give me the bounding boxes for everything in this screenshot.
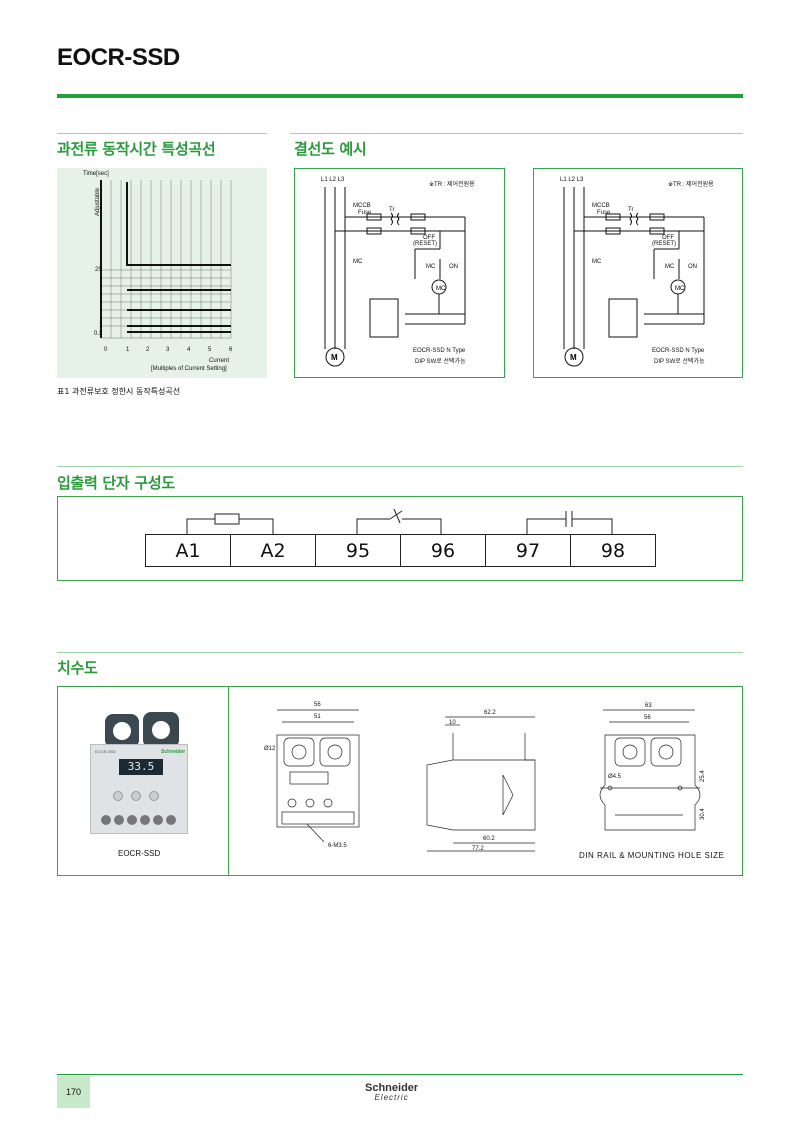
section-rule: [57, 652, 743, 653]
curve-caption: 표1 과전류보호 정한시 동작특성곡선: [57, 387, 181, 396]
wiring-reset: (RESET): [413, 241, 437, 247]
dial-icon: [149, 791, 159, 801]
brand-sub: Electric: [374, 1093, 409, 1102]
rail-h1: 25.4: [700, 770, 706, 782]
wiring-reset: (RESET): [652, 241, 676, 247]
terminal-strip: A1 A2 95 96 97 98: [145, 534, 656, 567]
wiring-mc-contact: MC: [665, 264, 675, 270]
dial-icon: [131, 791, 141, 801]
rail-view-drawing: [599, 709, 701, 831]
dial-icon: [113, 791, 123, 801]
side-view-drawing: [426, 716, 536, 852]
wiring-tr: Tr: [628, 207, 634, 213]
wiring-on: ON: [449, 264, 458, 270]
wiring-schematic: MC M: [563, 187, 705, 367]
front-view-drawing: [276, 709, 360, 843]
product-body: EOCR-SSD Schneider 33.5: [90, 744, 188, 834]
terminal-95: 95: [316, 535, 401, 566]
terminal-98: 98: [600, 539, 626, 562]
side-b2: 77.2: [472, 846, 484, 852]
wiring-tr: Tr: [389, 207, 395, 213]
footer-rule: [57, 1074, 743, 1075]
wiring-dip: DIP SW로 선택가능: [654, 359, 705, 365]
terminal-screws: [101, 815, 181, 829]
section-rule: [57, 466, 743, 467]
wiring-heading: 결선도 예시: [294, 140, 367, 158]
wiring-type: EOCR-SSD N Type: [652, 348, 705, 354]
section-rule: [57, 133, 267, 134]
terminal-a1: A1: [146, 535, 231, 566]
wiring-fuse: Fuse: [597, 210, 611, 216]
product-brand: Schneider: [161, 749, 186, 755]
front-screw: 6-M3.5: [328, 843, 347, 849]
wiring-type: EOCR-SSD N Type: [413, 348, 466, 354]
wiring-off: OFF: [662, 235, 674, 241]
side-w1: 62.2: [484, 710, 496, 716]
wiring-lines: L1 L2 L3: [321, 177, 345, 183]
curve-x-tick: 1: [126, 347, 130, 353]
wiring-mccb: MCCB: [592, 203, 610, 209]
terminal-97: 97: [486, 535, 571, 566]
brand-name: Schneider: [365, 1082, 419, 1094]
curve-chart: [100, 180, 232, 339]
wiring-fuse: Fuse: [358, 210, 372, 216]
rail-w2: 56: [644, 715, 651, 721]
curve-y-tick: 0.3: [94, 331, 103, 337]
wiring-diagram-2: L1 L2 L3 ※TR : 제어전원용 MCCB Fuse Tr OFF (R…: [533, 168, 743, 378]
dimensions-divider: [228, 687, 229, 875]
front-w1: 56: [314, 702, 321, 708]
wiring-tr-note: ※TR : 제어전원용: [668, 182, 714, 188]
wiring-mccb: MCCB: [353, 203, 371, 209]
title-rule: [57, 94, 743, 98]
terminals-heading: 입출력 단자 구성도: [57, 474, 175, 492]
curve-x-label: Current: [209, 358, 230, 364]
wiring-mc-contact: MC: [426, 264, 436, 270]
curve-y-tick: 25: [95, 267, 102, 273]
terminal-96: 96: [401, 535, 486, 566]
terminal-a2: A2: [231, 535, 316, 566]
product-image: EOCR-SSD Schneider 33.5: [85, 712, 200, 837]
wiring-mc-label: MC: [353, 259, 363, 265]
rail-w1: 63: [645, 703, 652, 709]
rail-h2: 30.4: [700, 808, 706, 820]
page-title: EOCR-SSD: [57, 44, 180, 71]
rail-label: DIN RAIL & MOUNTING HOLE SIZE: [579, 851, 725, 860]
product-label: EOCR-SSD: [118, 849, 161, 858]
curve-y-tick: 1: [99, 323, 103, 329]
wiring-schematic: MC M: [324, 187, 466, 367]
front-hole: Ø12: [264, 746, 276, 752]
wiring-lines: L1 L2 L3: [560, 177, 584, 183]
side-b1: 60.2: [483, 836, 495, 842]
wiring-coil-mc: MC: [436, 286, 446, 292]
curve-x-tick: 2: [146, 347, 150, 353]
curve-y-label: Time[sec]: [83, 171, 109, 177]
curve-x-tick: 6: [229, 347, 233, 353]
curve-x-tick: 3: [166, 347, 170, 353]
section-rule: [290, 133, 743, 134]
wiring-mc-label: MC: [592, 259, 602, 265]
product-display: 33.5: [119, 759, 163, 775]
wiring-tr-note: ※TR : 제어전원용: [429, 182, 475, 188]
curve-x-tick: 0: [104, 347, 108, 353]
terminal-symbols: [186, 508, 613, 534]
front-w2: 51: [314, 714, 321, 720]
curve-x-tick: 5: [208, 347, 212, 353]
brand-logo: Schneider Electric: [365, 1082, 419, 1103]
motor-icon: M: [570, 353, 577, 362]
wiring-dip: DIP SW로 선택가능: [415, 359, 466, 365]
motor-icon: M: [331, 353, 338, 362]
curve-heading: 과전류 동작시간 특성곡선: [57, 140, 216, 158]
side-w2: 10: [449, 720, 456, 726]
wiring-coil-mc: MC: [675, 286, 685, 292]
curve-x-tick: 4: [187, 347, 191, 353]
curve-x-label-sub: [Multiples of Current Setting]: [151, 366, 227, 372]
wiring-on: ON: [688, 264, 697, 270]
rail-hole: Ø4.5: [608, 774, 622, 780]
curve-panel: Time[sec] Adjustable: [57, 168, 267, 378]
wiring-off: OFF: [423, 235, 435, 241]
dimensions-heading: 치수도: [57, 659, 98, 677]
page-number: 170: [57, 1076, 90, 1108]
wiring-diagram-1: L1 L2 L3 ※TR : 제어전원용 MCCB Fuse Tr OFF (R…: [294, 168, 505, 378]
